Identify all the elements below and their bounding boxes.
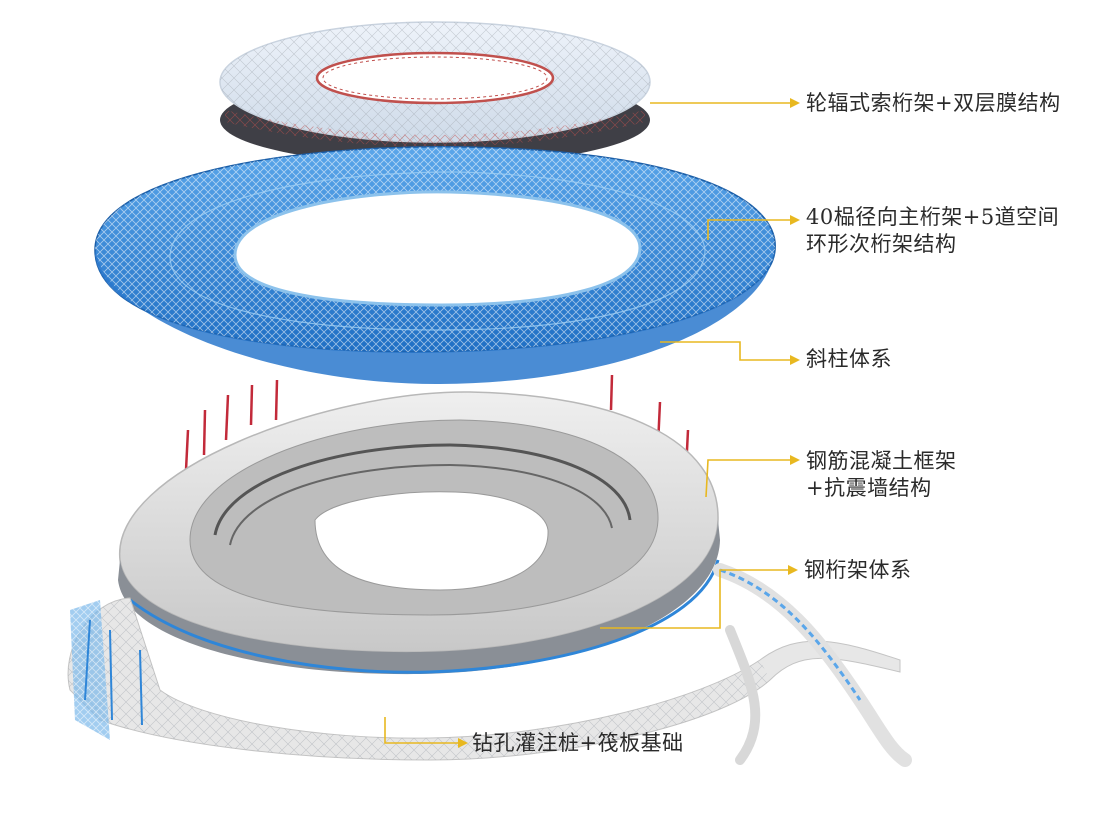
label-steel-truss: 钢桁架体系 [804, 557, 912, 584]
label-concrete-line-1: 钢筋混凝土框架 [806, 449, 957, 473]
label-columns-line-1: 斜柱体系 [806, 347, 892, 371]
concrete-frame-layer [118, 391, 720, 675]
label-main-truss-line-1: 40榀径向主桁架+5道空间 [806, 205, 1060, 229]
main-truss-layer [94, 146, 776, 385]
label-concrete-line-2: +抗震墙结构 [806, 476, 932, 500]
label-roof-line-1: 轮辐式索桁架+双层膜结构 [806, 91, 1061, 115]
label-concrete: 钢筋混凝土框架 +抗震墙结构 [806, 448, 957, 502]
label-main-truss: 40榀径向主桁架+5道空间 环形次桁架结构 [806, 204, 1059, 258]
leader-arrowheads [458, 98, 800, 748]
label-main-truss-line-2: 环形次桁架结构 [806, 232, 957, 256]
roof-membrane-layer [219, 21, 651, 165]
label-foundation: 钻孔灌注桩+筏板基础 [472, 730, 684, 757]
leader-lines [384, 102, 792, 744]
label-roof: 轮辐式索桁架+双层膜结构 [806, 90, 1061, 117]
steel-truss-foundation-layer [67, 563, 912, 767]
label-foundation-line-1: 钻孔灌注桩+筏板基础 [472, 731, 684, 755]
label-steel-truss-line-1: 钢桁架体系 [804, 558, 912, 582]
label-columns: 斜柱体系 [806, 346, 892, 373]
